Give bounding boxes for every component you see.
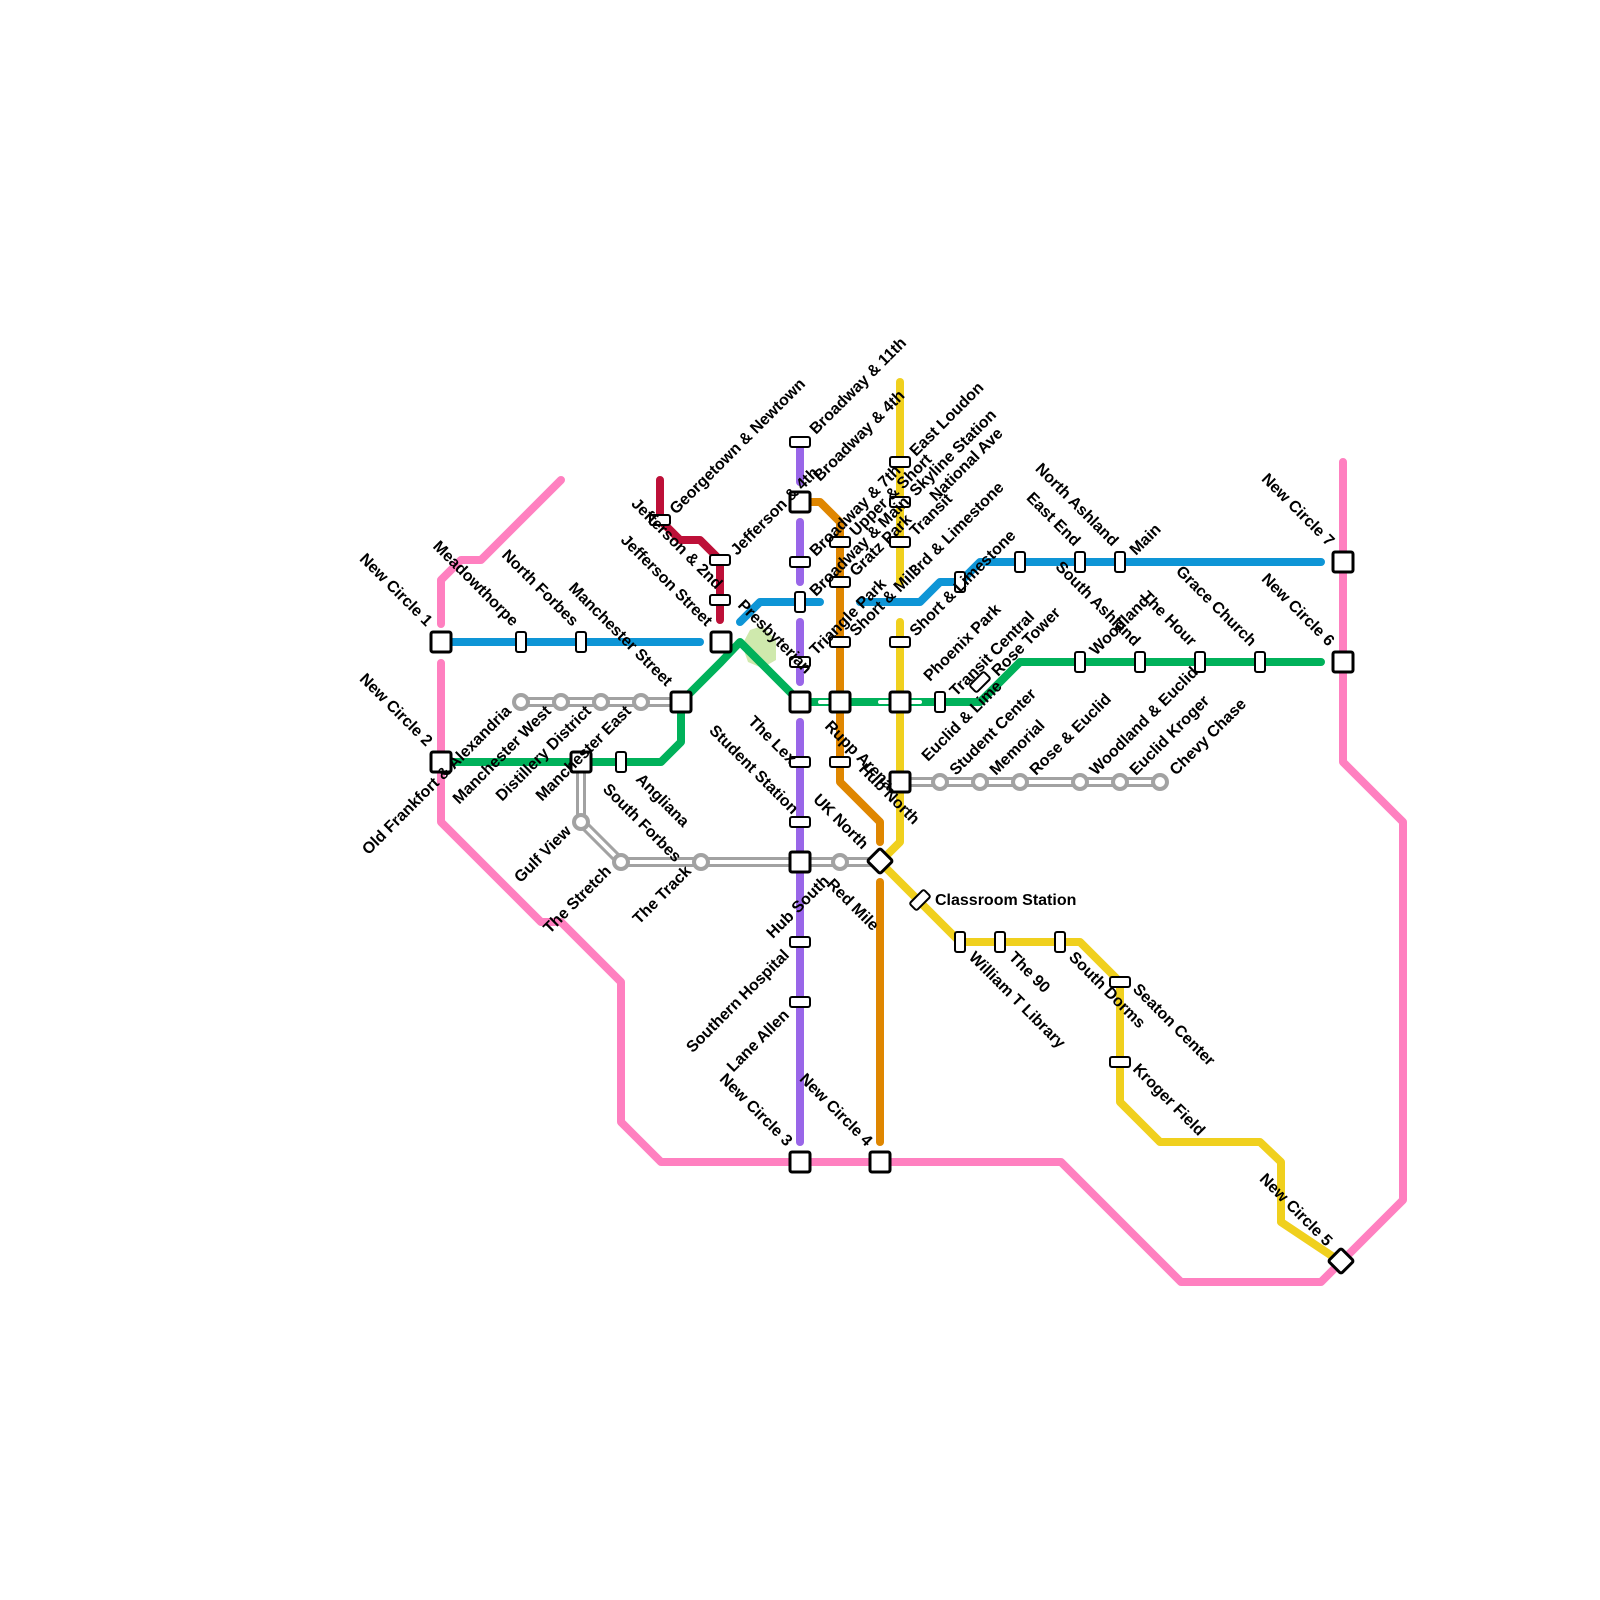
label-new-circle-1: New Circle 1	[356, 551, 435, 630]
station-grace-church[interactable]	[1254, 651, 1266, 673]
label-new-circle-5: New Circle 5	[1256, 1171, 1335, 1250]
station-phoenix-park[interactable]	[934, 691, 946, 713]
station-jefferson-street[interactable]	[709, 630, 733, 654]
label-southern-hospital: Southern Hospital	[683, 947, 792, 1056]
station-rose-euclid[interactable]	[1011, 773, 1029, 791]
station-new-circle-7[interactable]	[1331, 550, 1355, 574]
station-chevy-chase[interactable]	[1151, 773, 1169, 791]
station-triangle-park[interactable]	[829, 636, 851, 648]
station-new-circle-6[interactable]	[1331, 650, 1355, 674]
station-upper-short[interactable]	[829, 536, 851, 548]
label-main: Main	[1127, 521, 1165, 559]
station-presbyterian-blue[interactable]	[794, 591, 806, 613]
station-broadway-4th[interactable]	[788, 490, 812, 514]
station-woodland[interactable]	[1134, 651, 1146, 673]
station-hub-south-north[interactable]	[789, 816, 811, 828]
label-the-stretch: The Stretch	[541, 863, 615, 937]
label-new-circle-3: New Circle 3	[716, 1071, 795, 1150]
label-the-hour: The Hour	[1138, 588, 1200, 650]
station-short-mill[interactable]	[889, 636, 911, 648]
station-manchester-gray-2[interactable]	[632, 693, 650, 711]
label-the-track: The Track	[630, 863, 695, 928]
station-woodland-euclid[interactable]	[1071, 773, 1089, 791]
label-new-circle-6: New Circle 6	[1258, 571, 1337, 650]
station-the-stretch[interactable]	[612, 853, 630, 871]
station-the-lex[interactable]	[788, 690, 812, 714]
label-hub-north: Hub North	[855, 761, 922, 828]
station-georgetown-newtown[interactable]	[649, 514, 671, 526]
station-rupp-arena-south[interactable]	[829, 756, 851, 768]
label-new-circle-7: New Circle 7	[1258, 471, 1337, 550]
station-william-t-library[interactable]	[954, 931, 966, 953]
station-transit-central[interactable]	[969, 671, 991, 693]
station-south-dorms[interactable]	[1054, 931, 1066, 953]
station-rupp-arena[interactable]	[828, 690, 852, 714]
station-distillery-district[interactable]	[569, 750, 593, 774]
station-kroger-field[interactable]	[1109, 1056, 1131, 1068]
station-seaton-center[interactable]	[1109, 976, 1131, 988]
station-south-ashland[interactable]	[1074, 651, 1086, 673]
label-short-limestone: Short & Limestone	[907, 527, 1020, 640]
station-east-loudon[interactable]	[889, 496, 911, 508]
station-euclid-kroger[interactable]	[1111, 773, 1129, 791]
station-jefferson-2nd[interactable]	[709, 594, 731, 606]
station-meadowthorpe[interactable]	[515, 631, 527, 653]
label-new-circle-4: New Circle 4	[796, 1071, 875, 1150]
red-line	[656, 476, 724, 624]
station-gulf-view[interactable]	[572, 813, 590, 831]
label-broadway-11th: Broadway & 11th	[807, 335, 910, 438]
station-new-circle-1[interactable]	[429, 630, 453, 654]
station-the-90[interactable]	[994, 931, 1006, 953]
station-euclid-lime[interactable]	[888, 770, 912, 794]
station-old-frankfort-alexandria[interactable]	[512, 693, 530, 711]
label-student-station: Student Station	[706, 722, 802, 818]
station-gratz-park[interactable]	[829, 576, 851, 588]
station-classroom-station[interactable]	[909, 889, 931, 911]
station-angliana[interactable]	[615, 751, 627, 773]
pink-line	[437, 458, 1407, 1286]
yellow-line	[876, 378, 1345, 1266]
station-broadway-main[interactable]	[789, 556, 811, 568]
station-new-circle-5[interactable]	[1327, 1247, 1355, 1275]
station-red-mile-gray[interactable]	[831, 853, 849, 871]
station-markers	[429, 436, 1355, 1275]
station-skyline-station[interactable]	[889, 536, 911, 548]
station-north-forbes[interactable]	[575, 631, 587, 653]
station-the-track[interactable]	[692, 853, 710, 871]
station-new-circle-2[interactable]	[429, 750, 453, 774]
station-manchester-street[interactable]	[669, 690, 693, 714]
station-new-circle-4[interactable]	[868, 1150, 892, 1174]
label-new-circle-2: New Circle 2	[356, 671, 435, 750]
station-manchester-east-gray[interactable]	[592, 693, 610, 711]
label-gulf-view: Gulf View	[511, 822, 575, 886]
station-student-center[interactable]	[931, 773, 949, 791]
orange-line	[796, 498, 884, 1146]
station-short-limestone[interactable]	[888, 690, 912, 714]
station-broadway-11th[interactable]	[789, 436, 811, 448]
station-broadway-7th[interactable]	[889, 456, 911, 468]
station-presbyterian[interactable]	[789, 656, 811, 668]
station-main[interactable]	[1114, 551, 1126, 573]
station-north-ashland[interactable]	[1074, 551, 1086, 573]
station-memorial[interactable]	[971, 773, 989, 791]
label-classroom-station: Classroom Station	[935, 892, 1076, 909]
station-southern-hospital[interactable]	[789, 996, 811, 1008]
green-line	[437, 638, 1325, 766]
station-short-3rd[interactable]	[954, 571, 966, 593]
station-hub-north[interactable]	[866, 847, 894, 875]
station-manchester-west[interactable]	[552, 693, 570, 711]
station-student-station[interactable]	[789, 756, 811, 768]
station-hub-south[interactable]	[789, 936, 811, 948]
station-jefferson-4th[interactable]	[709, 554, 731, 566]
station-new-circle-3[interactable]	[788, 1150, 812, 1174]
station-east-end[interactable]	[1014, 551, 1026, 573]
station-the-hour[interactable]	[1194, 651, 1206, 673]
station-uk-north[interactable]	[788, 850, 812, 874]
